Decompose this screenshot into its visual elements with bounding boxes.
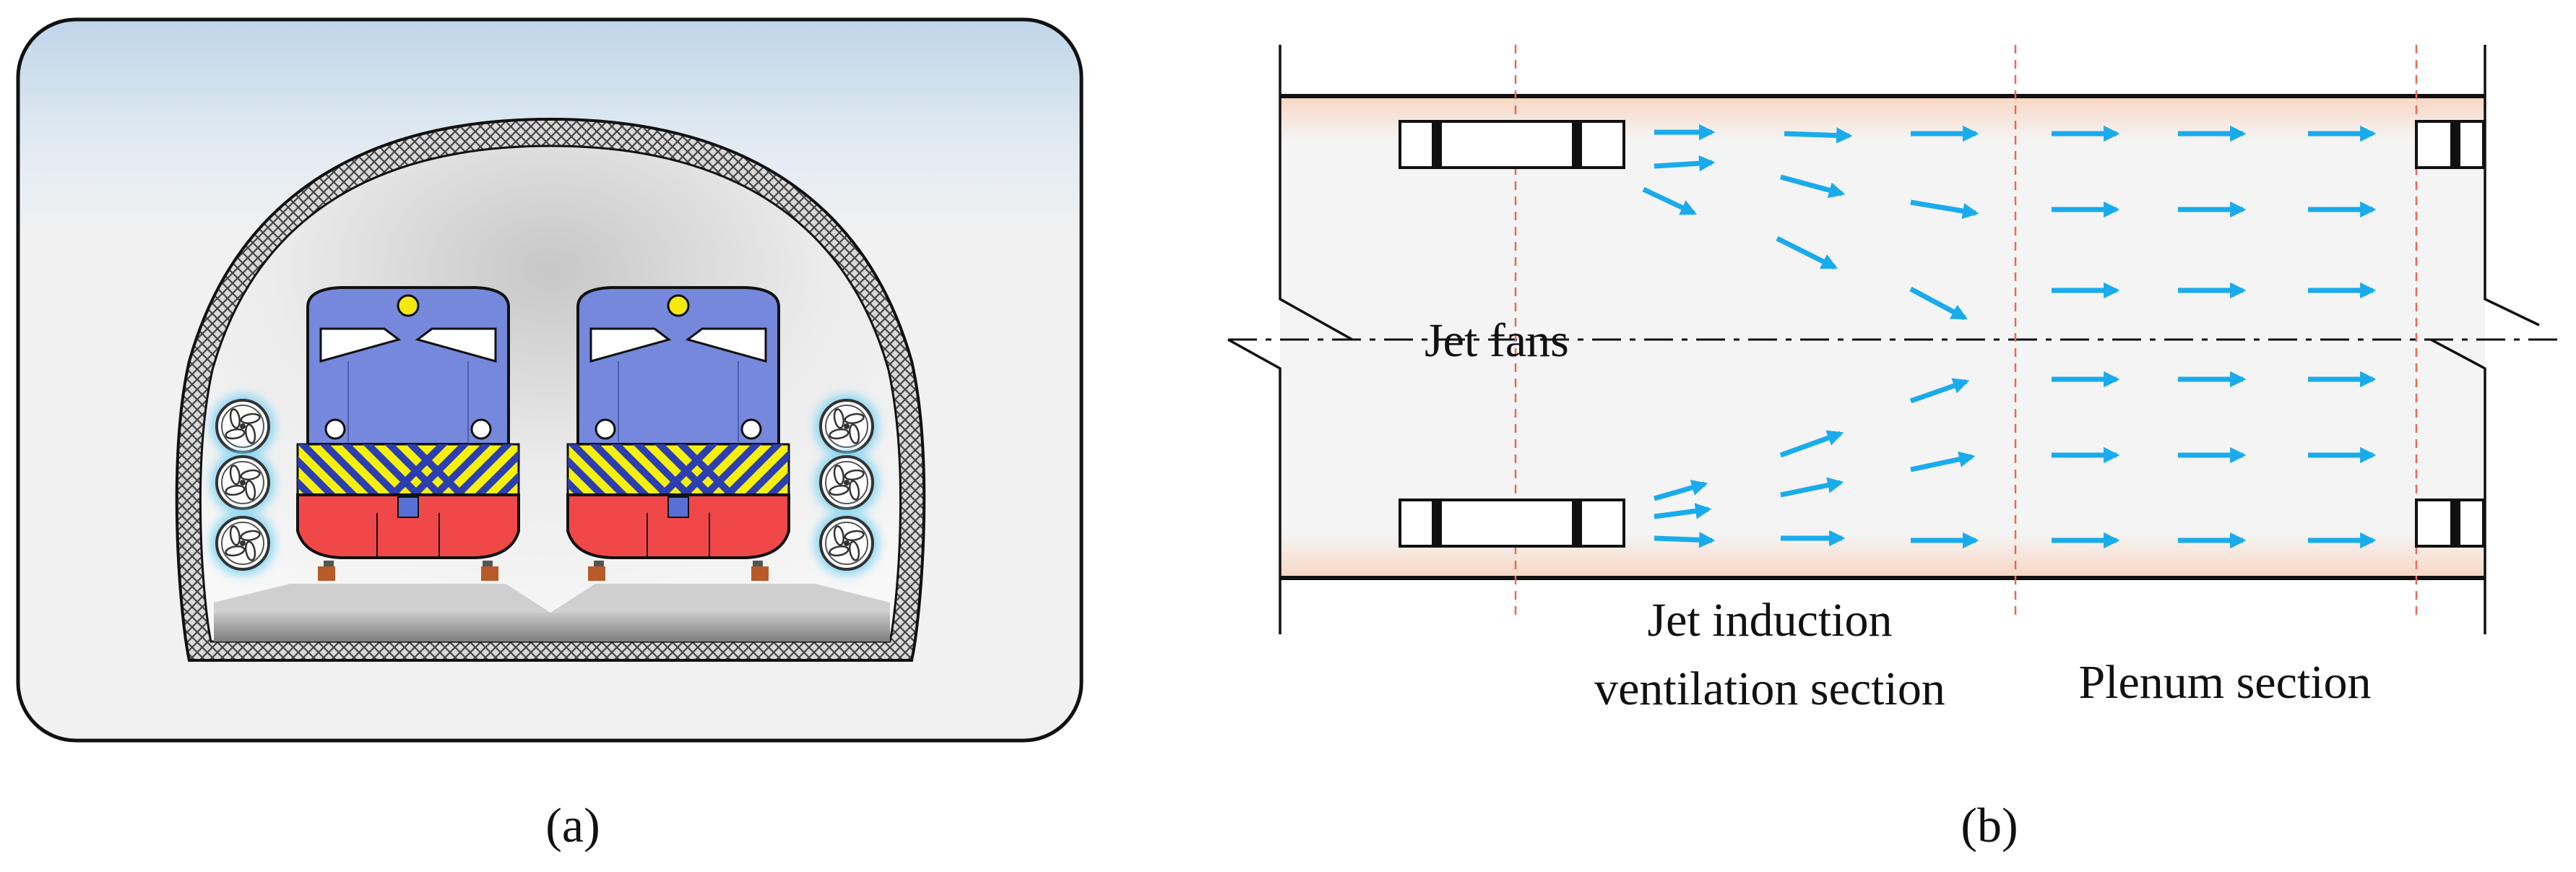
train-wheel-foot: [751, 566, 769, 581]
train-lamp: [470, 418, 492, 440]
train-wheel-foot: [588, 566, 605, 581]
train-window-right: [415, 327, 497, 363]
airflow-arrow: [1910, 199, 1979, 220]
train-window-left: [319, 327, 402, 363]
airflow-arrow: [1654, 532, 1716, 548]
label-jet-induction-line2: ventilation section: [1594, 662, 1945, 715]
airflow-arrow: [1780, 477, 1844, 498]
duct-fill: [1280, 96, 2485, 578]
train-skirt: [296, 493, 520, 559]
train-cab: [306, 286, 510, 446]
airflow-arrows: [1642, 124, 2377, 549]
jet-fan-group-left: [211, 394, 275, 575]
airflow-arrow: [1784, 127, 1853, 144]
jet-fan-top-right: [2415, 120, 2485, 169]
train-window-left: [589, 327, 672, 363]
panel-a-tunnel-cross-section: (a): [16, 17, 1084, 852]
airflow-arrow: [1776, 236, 1838, 270]
train-coupler: [667, 496, 689, 518]
jet-fan-icon: [815, 511, 878, 575]
train-lamp: [595, 418, 616, 440]
train-coupler: [397, 496, 419, 518]
train-wheel-foot: [481, 566, 498, 581]
train-headlight: [667, 294, 690, 317]
panel-b-caption: (b): [1961, 798, 2018, 852]
panel-b-ventilation-plan: Jet fans Jet induction ventilation secti…: [1227, 45, 2557, 852]
duct-left-end-break: [1227, 45, 1353, 634]
jet-fan-icon: [211, 451, 275, 514]
train-right: [566, 286, 790, 581]
train-lamp: [324, 418, 346, 440]
train-warning-stripe: [296, 443, 520, 496]
jet-fan-icon: [815, 451, 878, 514]
train-left: [296, 286, 520, 581]
airflow-arrow: [1654, 155, 1716, 172]
airflow-arrow: [1909, 286, 1968, 321]
label-jet-induction-line1: Jet induction: [1647, 594, 1892, 647]
track-bed: [214, 584, 890, 642]
jet-fan-icon: [815, 394, 878, 458]
airflow-arrow: [1654, 480, 1708, 501]
tunnel-interior: [199, 144, 902, 643]
jet-fan-group-right: [815, 394, 878, 575]
jet-fan-icon: [211, 394, 275, 458]
airflow-arrow: [1779, 430, 1844, 458]
airflow-arrow: [1780, 174, 1846, 199]
airflow-arrow: [1910, 451, 1976, 472]
jet-fan-icon: [211, 511, 275, 575]
jet-fan-bottom-right: [2415, 498, 2485, 548]
airflow-arrow: [1654, 503, 1712, 519]
airflow-arrow: [1642, 186, 1698, 216]
train-skirt: [566, 493, 790, 559]
panel-a-caption: (a): [545, 798, 600, 852]
label-jet-fans: Jet fans: [1425, 314, 1569, 367]
jet-fan-top-left: [1399, 120, 1625, 169]
jet-fan-bottom-left: [1399, 498, 1625, 548]
label-plenum-section: Plenum section: [2078, 656, 2371, 709]
train-warning-stripe: [566, 443, 790, 496]
train-wheel-foot: [318, 566, 335, 581]
train-headlight: [397, 294, 420, 317]
train-lamp: [740, 418, 762, 440]
train-window-right: [685, 327, 767, 363]
airflow-arrow: [1909, 378, 1970, 404]
train-cab: [576, 286, 780, 446]
